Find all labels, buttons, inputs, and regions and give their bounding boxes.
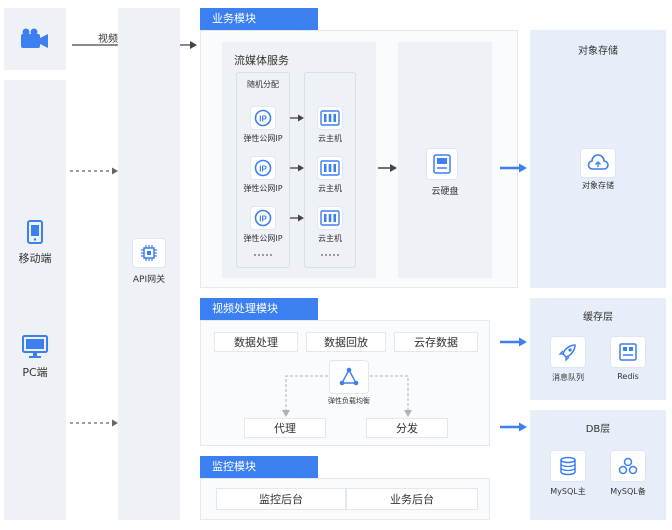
cloud-upload-icon [587, 154, 609, 170]
host-icon-box[interactable] [317, 206, 343, 230]
eip-to-host-arrow [290, 214, 304, 222]
database-icon [560, 456, 576, 476]
mysql-master-label: MySQL主 [550, 487, 586, 496]
eip-label: 弹性公网IP [243, 134, 283, 143]
db-layer-panel: DB层 MySQL主 MySQL备 [530, 410, 666, 520]
host-icon-box[interactable] [317, 106, 343, 130]
host-more-dots [321, 254, 339, 256]
hard-disk-icon [433, 154, 451, 174]
ip-icon: IP [254, 159, 272, 177]
data-processing-button[interactable]: 数据处理 [214, 332, 298, 352]
video-camera-icon [21, 28, 48, 48]
to-object-storage-arrow [500, 163, 527, 173]
object-storage-title: 对象存储 [578, 46, 618, 57]
host-label: 云主机 [318, 234, 342, 243]
object-storage-item-label: 对象存储 [582, 181, 614, 190]
ip-icon: IP [254, 209, 272, 227]
cloud-disk-label: 云硬盘 [431, 187, 459, 197]
eip-label: 弹性公网IP [243, 184, 283, 193]
eip-icon-box[interactable]: IP [250, 156, 276, 180]
to-db-arrow [500, 422, 527, 432]
mysql-master-icon-box[interactable] [550, 450, 586, 482]
redis-icon-box[interactable] [610, 336, 646, 368]
eip-more-dots [254, 254, 272, 256]
mobile-phone-icon [27, 220, 43, 244]
mobile-label: 移动端 [18, 252, 52, 265]
redis-icon [619, 343, 637, 361]
pc-monitor-icon [22, 335, 48, 358]
redis-label: Redis [617, 372, 639, 381]
mobile-dashed-arrow [70, 167, 118, 175]
eip-to-host-arrow [290, 164, 304, 172]
business-module-tab: 业务模块 [200, 8, 318, 30]
camera-panel [4, 8, 66, 70]
svg-text:IP: IP [259, 115, 267, 124]
svg-text:IP: IP [259, 165, 267, 174]
video-module-tab: 视频处理模块 [200, 298, 318, 320]
object-storage-panel: 对象存储 对象存储 [530, 30, 666, 288]
mysql-backup-icon-box[interactable] [610, 450, 646, 482]
random-alloc-label: 随机分配 [247, 80, 279, 89]
load-balancer-label: 弹性负载均衡 [328, 397, 370, 405]
api-gateway-panel: API网关 [118, 8, 180, 520]
cloud-disk-icon-box[interactable] [426, 148, 458, 180]
client-panel: 移动端 PC端 [4, 80, 66, 520]
host-label: 云主机 [318, 134, 342, 143]
host-to-disk-arrow [378, 164, 397, 172]
pc-label: PC端 [22, 366, 48, 379]
server-icon [320, 110, 340, 126]
cache-layer-panel: 缓存层 消息队列 Redis [530, 298, 666, 400]
db-layer-title: DB层 [585, 424, 611, 435]
object-storage-icon-box[interactable] [580, 148, 616, 178]
eip-to-host-arrow [290, 114, 304, 122]
rocket-icon [558, 344, 576, 362]
chip-icon [141, 245, 157, 261]
svg-text:IP: IP [259, 215, 267, 224]
cloud-storage-data-button[interactable]: 云存数据 [394, 332, 478, 352]
data-playback-button[interactable]: 数据回放 [306, 332, 386, 352]
cache-layer-title: 缓存层 [583, 312, 613, 323]
business-backend-button[interactable]: 业务后台 [346, 488, 478, 510]
eip-icon-box[interactable]: IP [250, 206, 276, 230]
monitor-backend-button[interactable]: 监控后台 [216, 488, 346, 510]
host-label: 云主机 [318, 184, 342, 193]
load-balancer-icon [339, 367, 359, 386]
eip-icon-box[interactable]: IP [250, 106, 276, 130]
cloud-disk-panel: 云硬盘 [398, 42, 492, 278]
host-icon-box[interactable] [317, 156, 343, 180]
eip-label: 弹性公网IP [243, 234, 283, 243]
ip-icon: IP [254, 109, 272, 127]
message-queue-label: 消息队列 [552, 373, 584, 382]
cluster-icon [618, 457, 638, 475]
load-balancer-icon-box[interactable] [329, 360, 369, 394]
server-icon [320, 160, 340, 176]
server-icon [320, 210, 340, 226]
mysql-backup-label: MySQL备 [610, 487, 646, 496]
message-queue-icon-box[interactable] [550, 336, 586, 368]
streaming-title: 流媒体服务 [234, 54, 289, 67]
api-gateway-label: API网关 [132, 275, 166, 285]
monitor-module-tab: 监控模块 [200, 456, 318, 478]
proxy-button[interactable]: 代理 [244, 418, 326, 438]
load-balancer-split-arrows [282, 375, 412, 417]
distribute-button[interactable]: 分发 [366, 418, 448, 438]
pc-dashed-arrow [70, 419, 118, 427]
api-gateway-icon-box[interactable] [132, 238, 166, 268]
to-cache-arrow [500, 337, 527, 347]
